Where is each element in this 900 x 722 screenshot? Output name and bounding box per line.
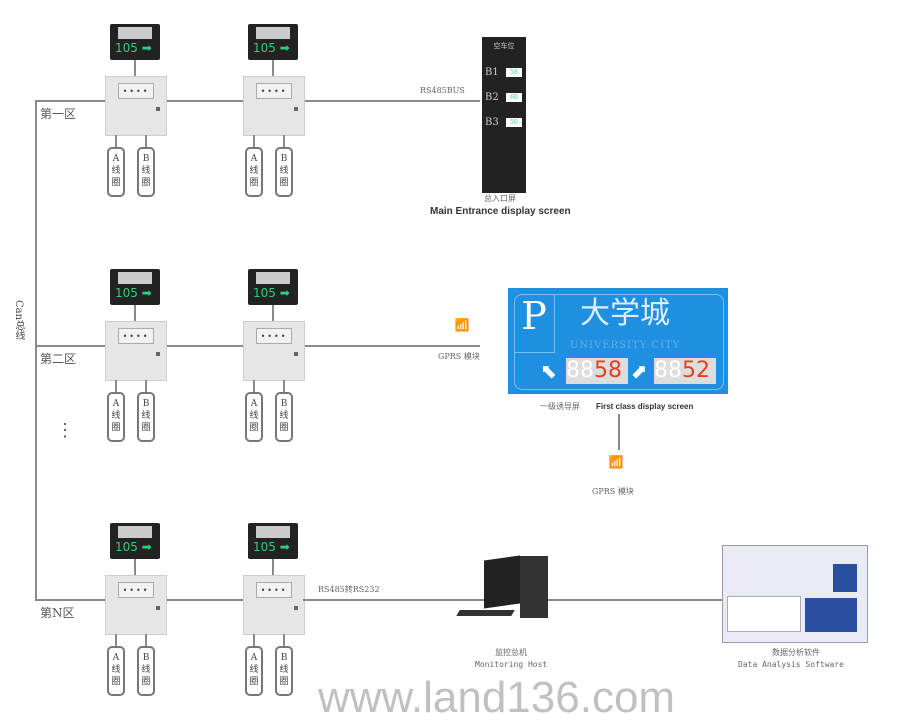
monitor-icon [484,555,520,609]
coil-link [145,380,147,392]
sign-name-cn: 大学城 [580,296,670,331]
can-bus-label: Can总线 [13,300,24,341]
coil-link [253,135,255,147]
zone-display: 105 ➡ [248,523,298,559]
coil-link [253,380,255,392]
entrance-row-label: B3 [485,117,499,128]
coil-b: B 线 圈 [275,646,293,696]
node-controller: •••• [243,76,305,136]
node-controller: •••• [105,321,167,381]
display-link [134,559,136,575]
coil-b: B 线 圈 [137,147,155,197]
coil-a: A 线 圈 [107,646,125,696]
node-controller: •••• [105,76,167,136]
node-controller: •••• [105,575,167,635]
coil-a: A 线 圈 [107,392,125,442]
coil-b: B 线 圈 [137,646,155,696]
coil-link [145,634,147,646]
coil-link [283,380,285,392]
coil-link [115,380,117,392]
zone-display: 105 ➡ [110,523,160,559]
main-entrance-caption-cn: 总入口屏 [484,194,516,203]
main-entrance-caption-en: Main Entrance display screen [430,206,571,217]
coil-b: B 线 圈 [275,147,293,197]
node-controller: •••• [243,321,305,381]
coil-b: B 线 圈 [137,392,155,442]
watermark: www.land136.com [318,673,676,722]
coil-a: A 线 圈 [245,392,263,442]
sign-name-en: UNIVERSITY CITY [570,340,681,351]
first-class-display-screen: P 大学城 UNIVERSITY CITY ⬉ 8858 ⬈ 8852 [508,288,728,394]
coil-a: A 线 圈 [245,147,263,197]
gprs-module-icon: 📶 [608,455,624,469]
coil-link [115,135,117,147]
screen-title: 空车位 [493,42,515,50]
software-window [722,545,868,643]
first-class-caption-cn: 一级诱导屏 [540,402,580,411]
entrance-row-value: 58 [506,68,522,77]
right-count: 8852 [654,358,716,384]
entrance-row-label: B2 [485,92,499,103]
software-label-cn: 数据分析软件 [772,648,820,657]
host-label-en: Monitoring Host [475,660,548,669]
display-link [272,305,274,321]
coil-b: B 线 圈 [275,392,293,442]
arrow-up-left-icon: ⬉ [540,359,557,383]
display-link [272,559,274,575]
zone-bus-line [35,599,305,601]
left-count: 8858 [566,358,628,384]
coil-link [283,135,285,147]
keyboard-icon [456,610,515,616]
first-class-caption-en: First class display screen [596,402,694,411]
coil-a: A 线 圈 [107,147,125,197]
gprs-label: GPRS 模块 [592,487,634,496]
coil-link [115,634,117,646]
host-label-cn: 监控总机 [495,648,527,657]
node-controller: •••• [243,575,305,635]
coil-link [283,634,285,646]
coil-a: A 线 圈 [245,646,263,696]
computer-tower-icon [520,556,548,618]
coil-link [145,135,147,147]
rs485-rs232-label: RS485转RS232 [318,585,380,594]
zone-label: 第一区 [40,107,77,121]
zone-ellipsis: ⋮ [56,420,74,441]
gprs-module-icon: 📶 [454,318,470,332]
can-bus-line [35,100,37,600]
zone-display: 105 ➡ [110,24,160,60]
display-link [134,60,136,76]
entrance-row-value: 60 [506,93,522,102]
rs485-bus-label: RS485BUS [420,86,465,95]
zone-label: 第N区 [40,606,75,620]
entrance-row-value: 50 [506,118,522,127]
zone-display: 105 ➡ [248,24,298,60]
display-link [272,60,274,76]
entrance-row-label: B1 [485,67,499,78]
coil-link [253,634,255,646]
zone-display: 105 ➡ [110,269,160,305]
gprs-label: GPRS 模块 [438,352,480,361]
sign-link-line [618,414,620,450]
display-link [134,305,136,321]
zone-display: 105 ➡ [248,269,298,305]
software-label-en: Data Analysis Software [738,660,844,669]
zone-label: 第二区 [40,352,77,366]
parking-p-icon: P [514,294,555,353]
arrow-up-right-icon: ⬈ [631,359,648,383]
